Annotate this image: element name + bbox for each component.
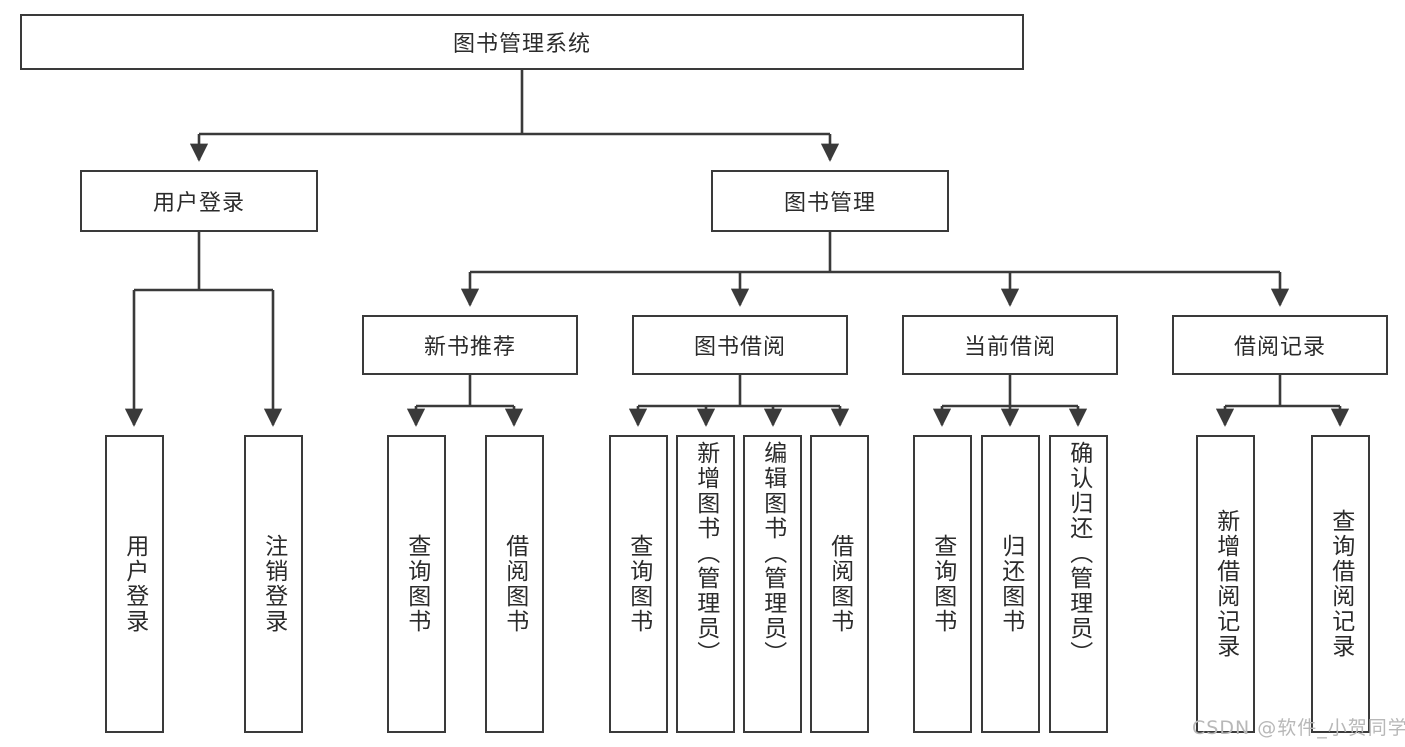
leaf-book-borrow-add-book-admin[interactable]: 新增图书（管理员） xyxy=(676,435,735,733)
leaf-new-book-query-book[interactable]: 查询图书 xyxy=(387,435,446,733)
node-label: 借阅记录 xyxy=(1233,335,1326,360)
node-label: 借阅图书 xyxy=(501,534,528,634)
node-label: 用户登录 xyxy=(152,191,245,216)
node-label: 新增借阅记录 xyxy=(1212,509,1239,659)
node-book-management[interactable]: 图书管理 xyxy=(711,170,949,232)
leaf-borrow-record-add-record[interactable]: 新增借阅记录 xyxy=(1196,435,1255,733)
leaf-current-borrow-confirm-return-admin[interactable]: 确认归还（管理员） xyxy=(1049,435,1108,733)
node-new-book-recommend[interactable]: 新书推荐 xyxy=(362,315,578,375)
node-label: 借阅图书 xyxy=(826,534,853,634)
node-label: 图书借阅 xyxy=(693,335,786,360)
node-current-borrow[interactable]: 当前借阅 xyxy=(902,315,1118,375)
node-label: 归还图书 xyxy=(997,534,1024,634)
leaf-book-borrow-query-book[interactable]: 查询图书 xyxy=(609,435,668,733)
node-label: 用户登录 xyxy=(121,534,148,634)
leaf-user-login-login[interactable]: 用户登录 xyxy=(105,435,164,733)
node-book-borrow[interactable]: 图书借阅 xyxy=(632,315,848,375)
node-user-login[interactable]: 用户登录 xyxy=(80,170,318,232)
leaf-new-book-borrow-book[interactable]: 借阅图书 xyxy=(485,435,544,733)
node-label: 新增图书（管理员） xyxy=(692,441,719,666)
node-borrow-record[interactable]: 借阅记录 xyxy=(1172,315,1388,375)
leaf-current-borrow-return-book[interactable]: 归还图书 xyxy=(981,435,1040,733)
node-label: 新书推荐 xyxy=(423,335,516,360)
leaf-borrow-record-query-record[interactable]: 查询借阅记录 xyxy=(1311,435,1370,733)
node-label: 查询图书 xyxy=(403,534,430,634)
node-label: 图书管理 xyxy=(783,191,876,216)
leaf-current-borrow-query-book[interactable]: 查询图书 xyxy=(913,435,972,733)
leaf-user-login-logout[interactable]: 注销登录 xyxy=(244,435,303,733)
node-label: 当前借阅 xyxy=(963,335,1056,360)
node-label: 查询图书 xyxy=(625,534,652,634)
leaf-book-borrow-edit-book-admin[interactable]: 编辑图书（管理员） xyxy=(743,435,802,733)
leaf-book-borrow-borrow-book[interactable]: 借阅图书 xyxy=(810,435,869,733)
node-label: 注销登录 xyxy=(260,534,287,634)
node-label: 图书管理系统 xyxy=(452,32,591,57)
watermark-text: CSDN @软件_小贺同学 xyxy=(1192,717,1405,739)
node-label: 确认归还（管理员） xyxy=(1065,441,1092,666)
node-label: 查询借阅记录 xyxy=(1327,509,1354,659)
node-label: 查询图书 xyxy=(929,534,956,634)
node-label: 编辑图书（管理员） xyxy=(759,441,786,666)
node-root-book-management-system[interactable]: 图书管理系统 xyxy=(20,14,1024,70)
